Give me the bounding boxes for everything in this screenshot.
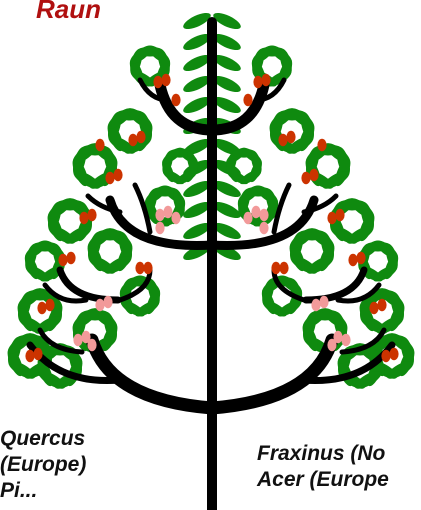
- pink-fruit: [95, 299, 104, 311]
- red-fruit: [161, 74, 170, 86]
- pink-fruit: [259, 222, 268, 234]
- red-fruit: [253, 76, 262, 88]
- red-fruit: [261, 74, 270, 86]
- red-fruit: [271, 262, 280, 274]
- red-fruit: [135, 262, 144, 274]
- red-fruit: [37, 302, 46, 314]
- right-limb: [306, 270, 364, 300]
- pink-fruit: [155, 209, 164, 221]
- red-fruit: [377, 299, 386, 311]
- red-fruit: [356, 252, 365, 264]
- red-fruit: [171, 94, 180, 106]
- pink-fruit: [341, 334, 350, 346]
- pink-fruit: [155, 222, 164, 234]
- red-fruit: [66, 252, 75, 264]
- pink-fruit: [163, 206, 172, 218]
- red-fruit: [153, 76, 162, 88]
- red-fruit: [136, 131, 145, 143]
- pink-fruit: [103, 296, 112, 308]
- red-fruit: [45, 299, 54, 311]
- red-fruit: [87, 209, 96, 221]
- right-label-line-1: Fraxinus (No: [257, 441, 389, 467]
- diagram-title: Raun: [36, 0, 101, 24]
- red-fruit: [243, 94, 252, 106]
- red-fruit: [279, 262, 288, 274]
- left-limb: [60, 270, 118, 300]
- red-fruit: [105, 172, 114, 184]
- red-fruit: [301, 172, 310, 184]
- pink-fruit: [259, 209, 268, 221]
- pink-fruit: [333, 331, 342, 343]
- red-fruit: [389, 348, 398, 360]
- red-fruit: [348, 254, 357, 266]
- red-fruit: [317, 139, 326, 151]
- red-fruit: [58, 254, 67, 266]
- red-fruit: [113, 169, 122, 181]
- red-fruit: [381, 350, 390, 362]
- right-species-labels: Fraxinus (No Acer (Europe: [257, 441, 389, 493]
- pink-fruit: [319, 296, 328, 308]
- right-label-line-2: Acer (Europe: [257, 467, 389, 493]
- red-fruit: [79, 212, 88, 224]
- pink-fruit: [311, 299, 320, 311]
- pink-fruit: [171, 212, 180, 224]
- red-fruit: [95, 139, 104, 151]
- left-species-labels: Quercus (Europe) Pi...: [0, 426, 86, 504]
- pink-fruit: [251, 206, 260, 218]
- red-fruit: [128, 134, 137, 146]
- red-fruit: [369, 302, 378, 314]
- left-label-line-3: Pi...: [0, 478, 86, 504]
- red-fruit: [286, 131, 295, 143]
- red-fruit: [327, 212, 336, 224]
- red-fruit: [309, 169, 318, 181]
- pink-fruit: [87, 339, 96, 351]
- pink-fruit: [73, 334, 82, 346]
- red-fruit: [25, 350, 34, 362]
- left-label-line-2: (Europe): [0, 452, 86, 478]
- pink-fruit: [243, 212, 252, 224]
- red-fruit: [278, 134, 287, 146]
- red-fruit: [143, 262, 152, 274]
- red-fruit: [335, 209, 344, 221]
- left-label-line-1: Quercus: [0, 426, 86, 452]
- red-fruit: [33, 348, 42, 360]
